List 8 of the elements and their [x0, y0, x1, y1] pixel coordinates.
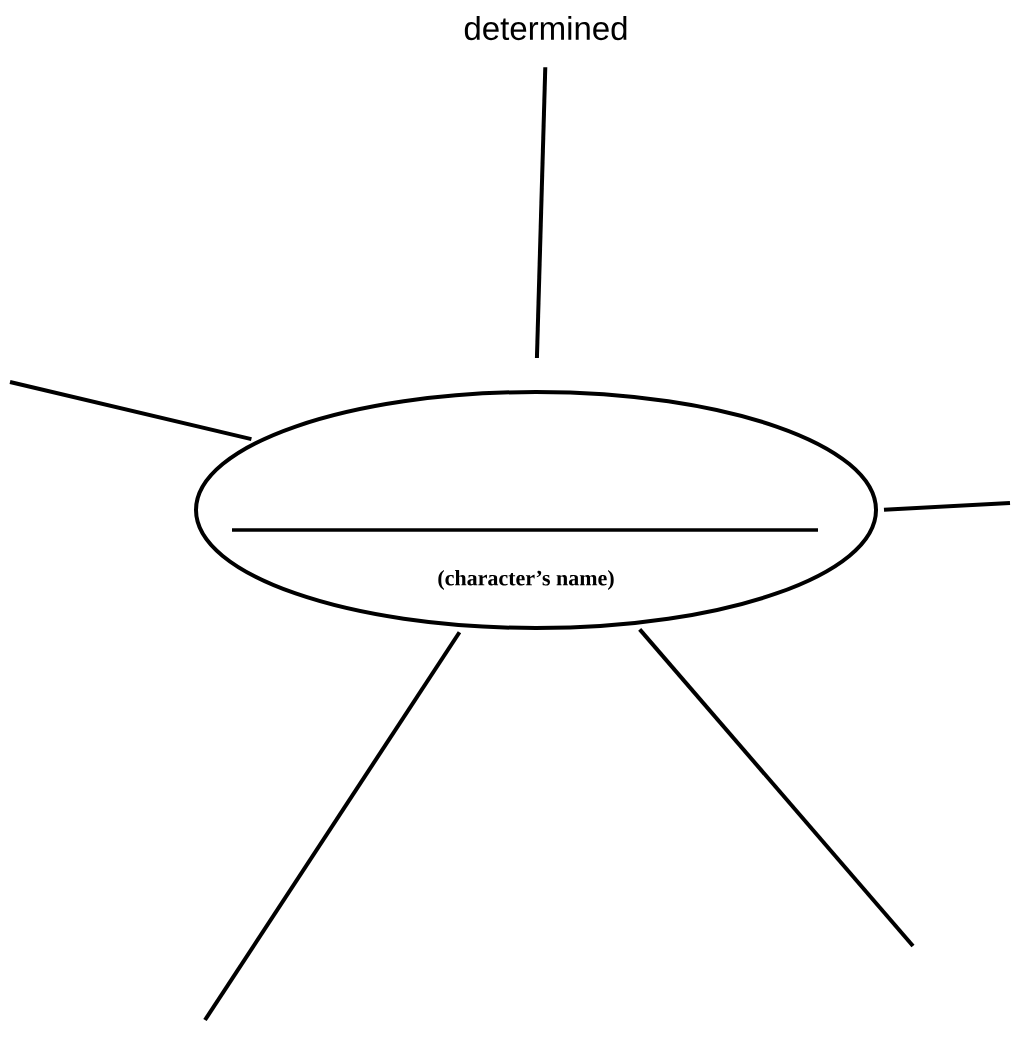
- spoke-line: [883, 501, 1011, 512]
- oval: [194, 390, 878, 630]
- spoke-line: [638, 628, 915, 948]
- trait-label: determined: [464, 15, 627, 41]
- leader-line: [534, 67, 548, 359]
- spoke-line: [203, 631, 462, 1022]
- spoke-line: [9, 380, 252, 442]
- name-label: (character’s name): [438, 570, 614, 590]
